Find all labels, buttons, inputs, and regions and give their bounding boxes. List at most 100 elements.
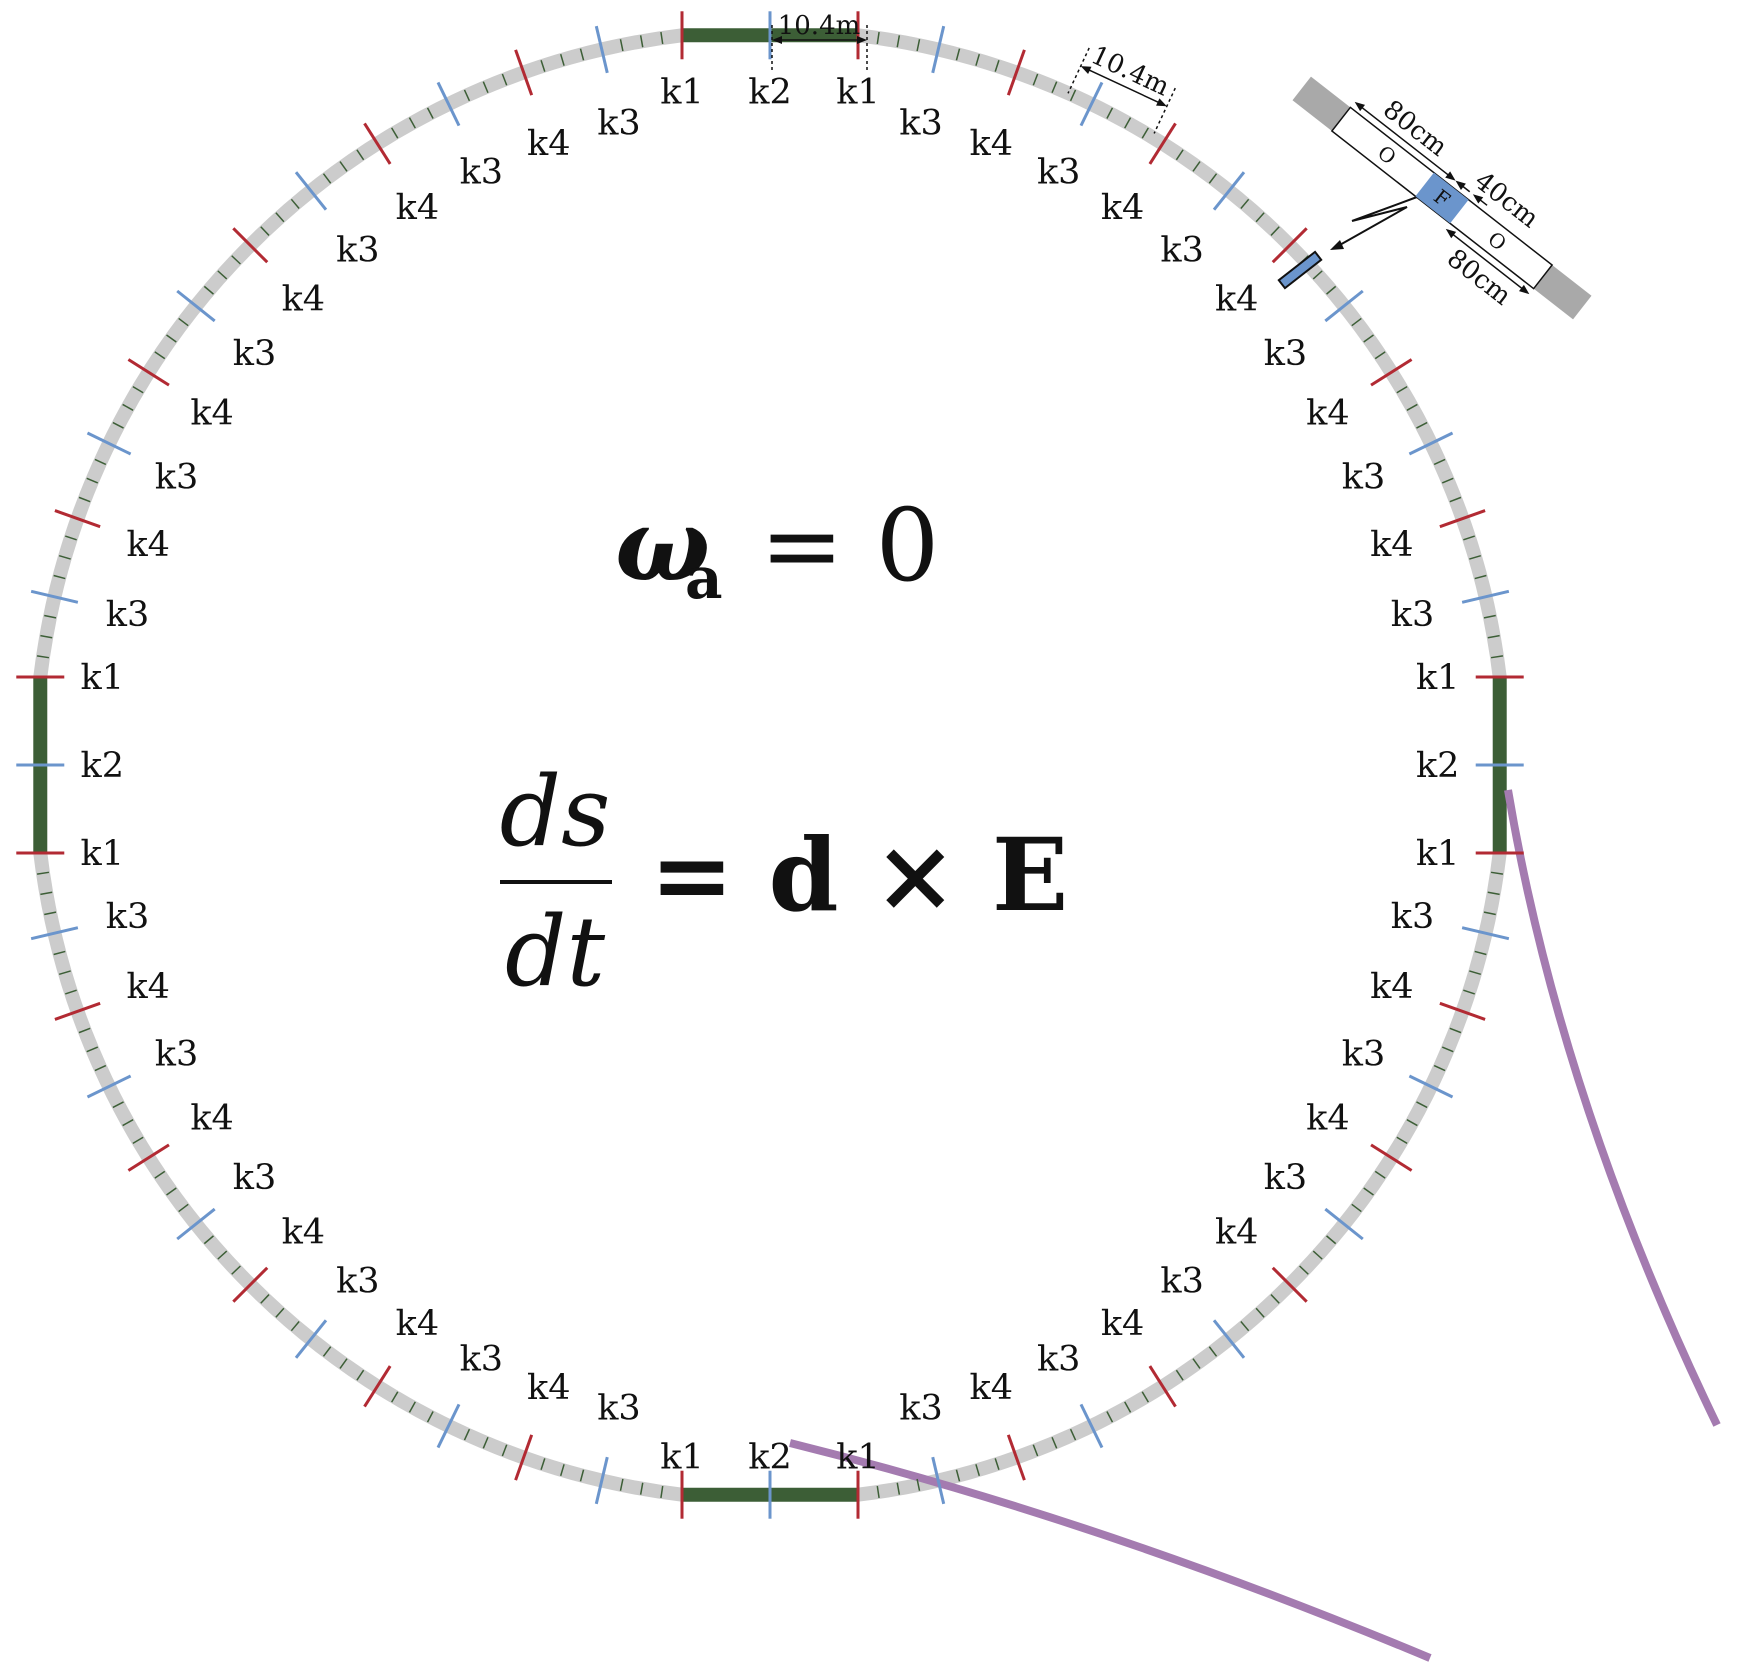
minor-tick — [1240, 1321, 1250, 1332]
magnet-tick-k3 — [594, 1456, 609, 1505]
magnet-label-k4: k4 — [527, 124, 570, 164]
minor-tick — [1433, 458, 1446, 466]
beamline-right — [1504, 789, 1721, 1427]
minor-tick — [1487, 891, 1500, 896]
magnet-label-k3: k3 — [1037, 152, 1080, 192]
minor-tick — [1208, 173, 1218, 184]
minor-tick — [1474, 950, 1487, 956]
minor-tick — [339, 161, 348, 172]
magnet-ticks — [16, 11, 1524, 1519]
magnet-tick-k4 — [363, 1365, 392, 1408]
minor-tick — [166, 334, 177, 343]
minor-tick — [1255, 212, 1265, 223]
minor-tick — [639, 1482, 644, 1495]
magnet-label-k2: k2 — [81, 746, 124, 786]
minor-tick — [231, 255, 241, 265]
minor-tick — [1032, 1444, 1039, 1457]
minor-tick — [154, 1170, 166, 1179]
magnet-tick-k4 — [232, 227, 269, 264]
magnet-label-k4: k4 — [969, 124, 1012, 164]
magnet-label-k3: k3 — [1264, 334, 1307, 374]
minor-tick — [65, 535, 77, 541]
minor-tick — [217, 1250, 228, 1260]
omega-symbol: ω — [615, 486, 710, 604]
magnet-label-k3: k3 — [233, 1158, 276, 1198]
minor-tick — [36, 871, 50, 875]
minor-tick — [501, 1444, 508, 1457]
minor-tick — [540, 1458, 546, 1470]
magnet-label-k3: k3 — [233, 334, 276, 374]
inset-left-end — [1292, 76, 1351, 132]
magnet-labels: k3k4k3k4k3k4k3k4k3k4k3k3k4k3k4k3k4k3k4k3… — [81, 72, 1460, 1477]
minor-tick — [619, 39, 624, 52]
magnet-label-k4: k4 — [282, 1213, 325, 1253]
minor-tick — [463, 1428, 471, 1441]
minor-tick — [559, 1464, 565, 1477]
magnet-tick-k3 — [176, 289, 216, 323]
minor-tick — [579, 48, 585, 61]
magnet-label-k4: k4 — [396, 188, 439, 228]
magnet-label-k4: k4 — [282, 279, 325, 319]
minor-tick — [44, 614, 57, 619]
magnet-label-k3: k3 — [1342, 457, 1385, 497]
minor-tick — [53, 574, 66, 580]
minor-tick — [559, 53, 565, 66]
magnet-label-k2: k2 — [748, 1438, 791, 1478]
minor-tick — [112, 421, 124, 429]
magnet-tick-k3 — [1212, 1319, 1246, 1359]
minor-tick — [1449, 496, 1462, 503]
minor-tick — [994, 60, 1000, 72]
magnet-tick-k3 — [86, 431, 132, 456]
spin-equation: ds dt = d × E — [500, 756, 1069, 1008]
minor-tick — [994, 1458, 1000, 1470]
minor-tick — [1374, 1170, 1386, 1179]
magnet-tick-k3 — [1079, 1403, 1104, 1449]
minor-tick — [86, 477, 99, 484]
magnet-label-k4: k4 — [1306, 393, 1349, 433]
minor-tick — [122, 1119, 134, 1127]
minor-tick — [1208, 1346, 1218, 1357]
top-straight-dimension: 10.4m — [771, 11, 868, 70]
minor-tick — [426, 107, 434, 119]
inset-right-end — [1533, 264, 1592, 320]
minor-tick — [339, 1358, 348, 1369]
minor-tick — [217, 270, 228, 280]
magnet-label-k3: k3 — [336, 231, 379, 271]
magnet-tick-k3 — [931, 1456, 946, 1505]
magnet-tick-k4 — [1148, 1365, 1177, 1408]
minor-tick — [203, 285, 214, 295]
magnet-label-k3: k3 — [155, 1035, 198, 1075]
minor-tick — [275, 1307, 285, 1318]
magnet-label-k3: k3 — [336, 1261, 379, 1301]
minor-tick — [1396, 1136, 1408, 1144]
minor-tick — [1363, 1187, 1374, 1196]
minor-tick — [94, 1064, 107, 1072]
minor-tick — [78, 496, 91, 503]
magnet-label-k1: k1 — [1416, 834, 1459, 874]
ring-arc — [33, 28, 683, 678]
magnet-label-k4: k4 — [126, 525, 169, 565]
magnet-tick-k3 — [1408, 431, 1454, 456]
minor-tick — [231, 1265, 241, 1275]
magnet-tick-k3 — [30, 589, 79, 604]
magnet-tick-k4 — [1006, 49, 1026, 96]
magnet-tick-k3 — [176, 1207, 216, 1241]
magnet-label-k4: k4 — [1370, 967, 1413, 1007]
minor-tick — [112, 1101, 124, 1109]
minor-tick — [1490, 655, 1504, 659]
magnet-tick-k4 — [232, 1266, 269, 1303]
minor-tick — [290, 1321, 300, 1332]
magnet-tick-k4 — [1006, 1434, 1026, 1481]
magnet-label-k3: k3 — [899, 1388, 942, 1428]
minor-tick — [203, 1235, 214, 1245]
magnet-label-k3: k3 — [597, 104, 640, 144]
minor-tick — [132, 386, 144, 394]
magnet-label-k1: k1 — [660, 72, 703, 112]
magnet-label-k1: k1 — [836, 1438, 879, 1478]
minor-tick — [1192, 161, 1201, 172]
minor-tick — [391, 127, 399, 139]
minor-tick — [94, 458, 107, 466]
minor-tick — [1449, 1027, 1462, 1034]
minor-tick — [1326, 285, 1337, 295]
minor-tick — [391, 1391, 399, 1403]
